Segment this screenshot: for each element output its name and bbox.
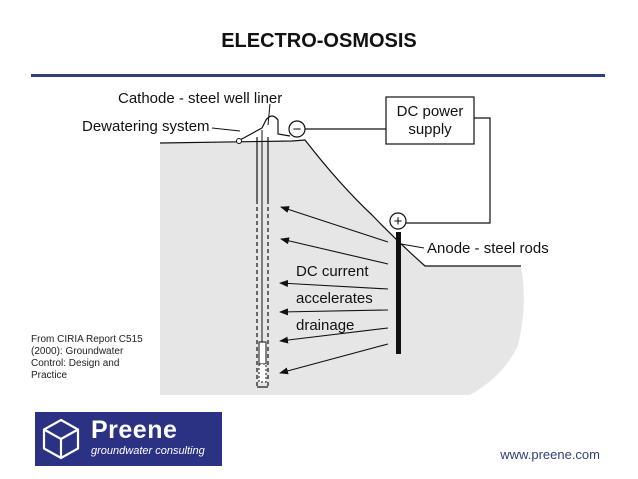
anode-rod <box>396 232 401 354</box>
logo-name: Preene <box>91 416 178 444</box>
current-arrow-2 <box>280 237 389 265</box>
preene-hexagon-icon <box>42 418 80 460</box>
current-label-line2: accelerates <box>296 290 373 307</box>
ground-mass <box>160 140 524 395</box>
well-screen <box>258 363 267 383</box>
power-label-line1: DC power <box>397 103 464 120</box>
anode-label: Anode - steel rods <box>427 240 549 257</box>
well-pump <box>258 341 267 365</box>
website-link[interactable]: www.preene.com <box>500 447 600 462</box>
current-label-line3: drainage <box>296 317 354 334</box>
preene-logo: Preene groundwater consulting <box>35 412 222 466</box>
current-arrow-6 <box>279 343 389 375</box>
current-arrow-5 <box>279 327 389 344</box>
dewatering-leader <box>211 127 241 132</box>
anode-wire <box>406 117 491 224</box>
slide-title: ELECTRO-OSMOSIS <box>221 30 417 52</box>
dewatering-label: Dewatering system <box>82 118 210 135</box>
current-label-line1: DC current <box>296 263 369 280</box>
anode-leader <box>400 243 425 249</box>
current-arrow-4 <box>279 308 389 316</box>
well-liner <box>256 130 269 388</box>
current-flow-arrows <box>279 206 389 375</box>
dewatering-outlet <box>236 138 242 144</box>
current-arrow-1 <box>280 206 389 243</box>
cathode-leader <box>267 103 271 126</box>
dc-power-supply-box <box>385 96 475 145</box>
dewatering-pipe <box>239 115 291 141</box>
cathode-label: Cathode - steel well liner <box>118 90 282 107</box>
source-citation: From CIRIA Report C515 (2000): Groundwat… <box>31 334 143 381</box>
logo-tagline: groundwater consulting <box>91 445 205 457</box>
anode-terminal <box>389 212 407 230</box>
ground-surface-line <box>159 139 521 267</box>
current-arrow-3 <box>279 279 389 290</box>
plus-sign: + <box>394 213 403 230</box>
minus-sign: − <box>293 121 302 138</box>
power-label-line2: supply <box>408 121 452 138</box>
title-divider <box>31 74 605 77</box>
